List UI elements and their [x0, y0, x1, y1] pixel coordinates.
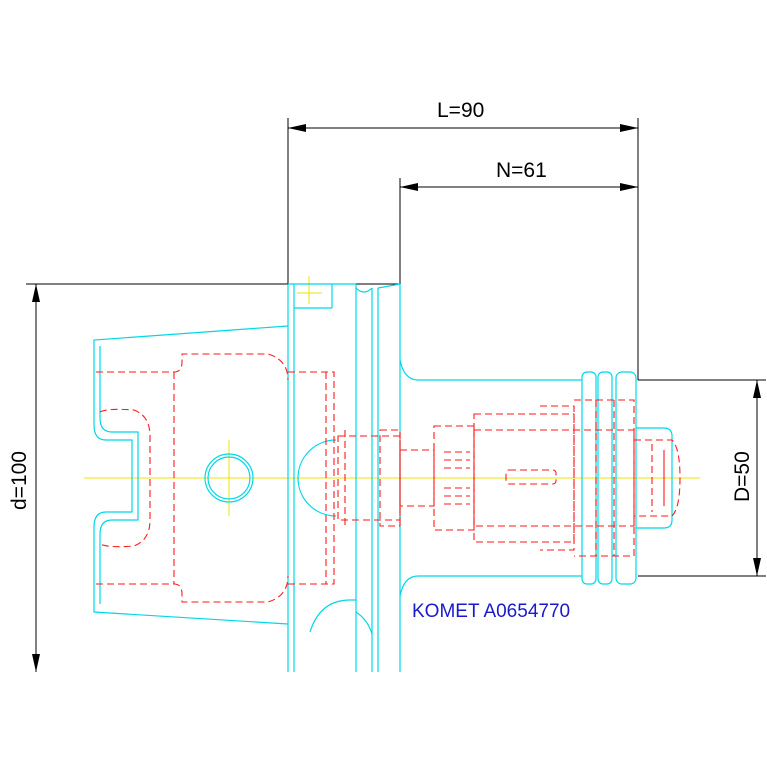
- centerlines: [84, 276, 700, 516]
- part-number-label: KOMET A0654770: [412, 601, 570, 622]
- dimension-D-label: D=50: [731, 451, 754, 502]
- dimension-d-label: d=100: [8, 451, 31, 510]
- dimension-lines: [26, 118, 766, 672]
- dimension-L-label: L=90: [437, 99, 484, 122]
- tool-holder-outline: [93, 283, 673, 672]
- dimension-N-label: N=61: [496, 159, 547, 182]
- hidden-lines: [96, 353, 681, 603]
